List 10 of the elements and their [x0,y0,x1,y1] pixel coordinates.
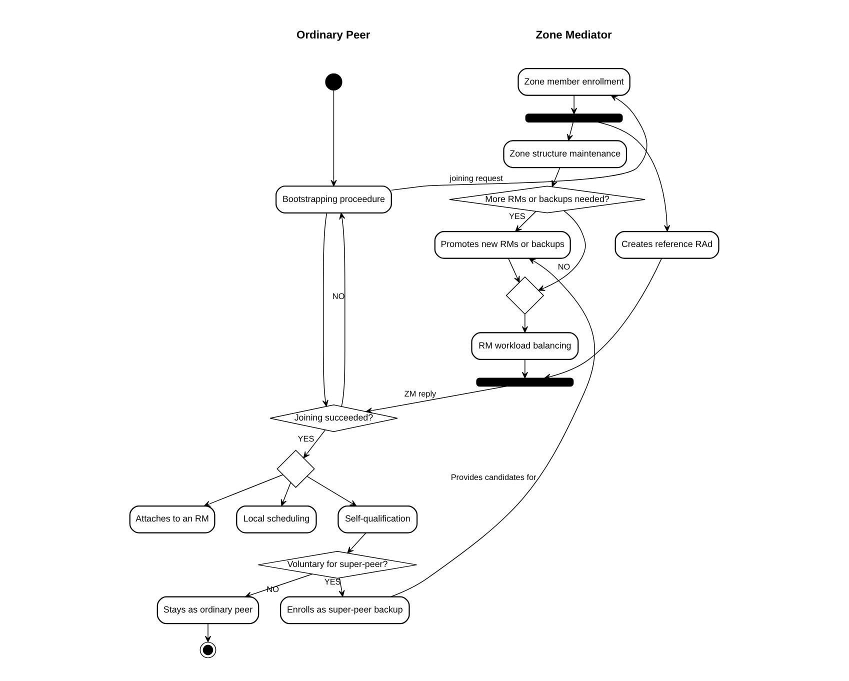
label: Ordinary Peer [296,29,370,42]
edge-label: YES [324,578,341,587]
edge-label: NO [332,292,345,301]
label: Zone Mediator [536,29,612,42]
edge-label: NO [558,262,570,272]
edge-label: Provides candidates for [450,473,536,482]
edge-label: YES [298,434,314,444]
edge-label: joining request [450,174,503,184]
edge-label: ZM reply [404,390,436,399]
edge-label: YES [508,212,526,222]
